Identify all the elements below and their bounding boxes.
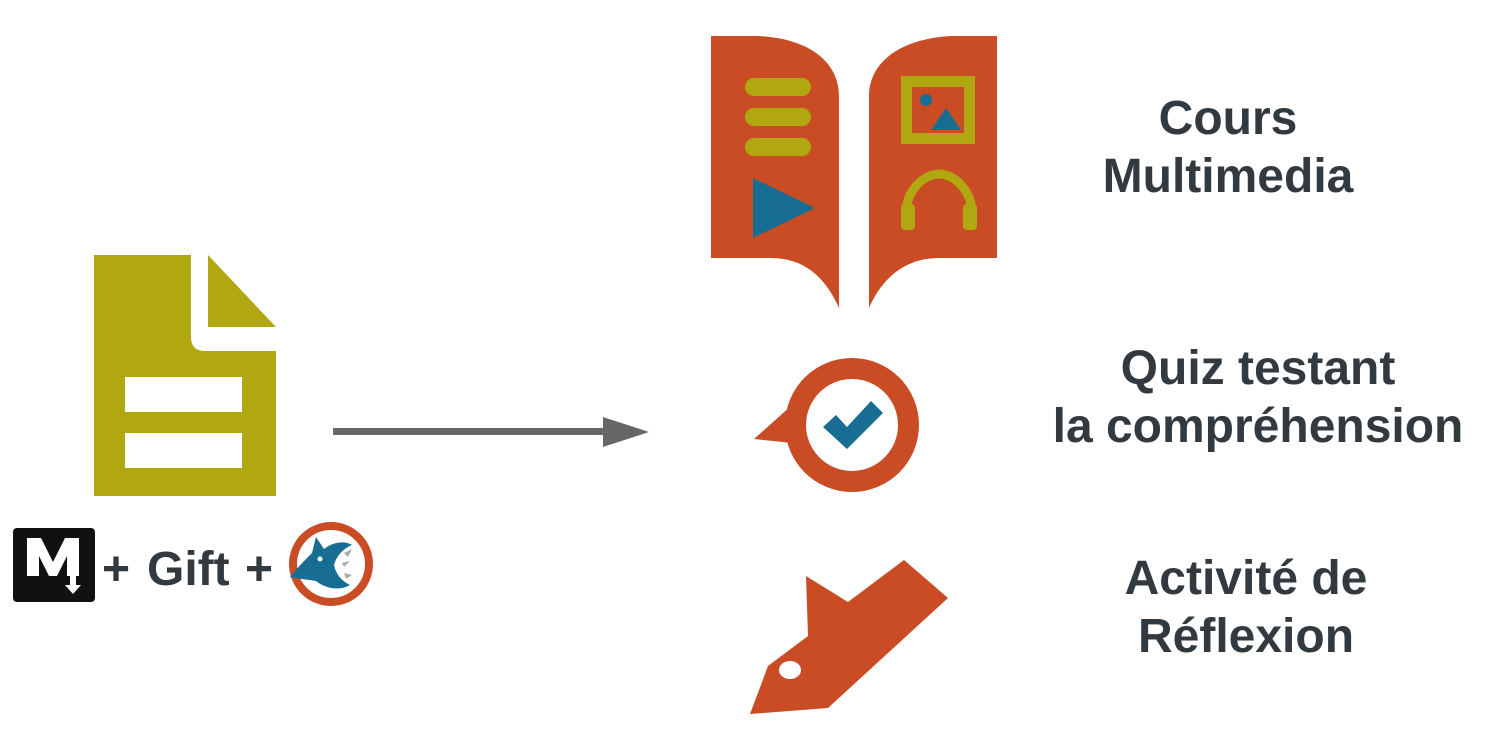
output-label-quiz-line2: la compréhension — [1052, 400, 1464, 453]
reflection-tag-icon — [748, 558, 952, 716]
markdown-icon — [13, 528, 95, 602]
output-label-reflexion-line1: Activité de — [1124, 552, 1368, 605]
book-multimedia-icon — [711, 36, 999, 310]
document-icon — [94, 255, 278, 497]
gift-label: Gift — [147, 543, 230, 596]
shark-logo-icon — [286, 519, 376, 609]
plus-sign-2: + — [245, 543, 274, 596]
output-label-multimedia: Cours Multimedia — [1078, 90, 1378, 206]
output-label-reflexion: Activité de Réflexion — [1096, 550, 1396, 666]
output-label-quiz: Quiz testant la compréhension — [1028, 340, 1488, 456]
quiz-check-icon — [754, 357, 922, 493]
output-label-multimedia-line2: Multimedia — [1102, 150, 1354, 203]
plus-sign-1: + — [102, 543, 131, 596]
output-label-reflexion-line2: Réflexion — [1137, 610, 1355, 663]
output-label-multimedia-line1: Cours — [1158, 92, 1298, 145]
output-label-quiz-line1: Quiz testant — [1120, 342, 1396, 395]
arrow-right-icon — [333, 414, 651, 450]
